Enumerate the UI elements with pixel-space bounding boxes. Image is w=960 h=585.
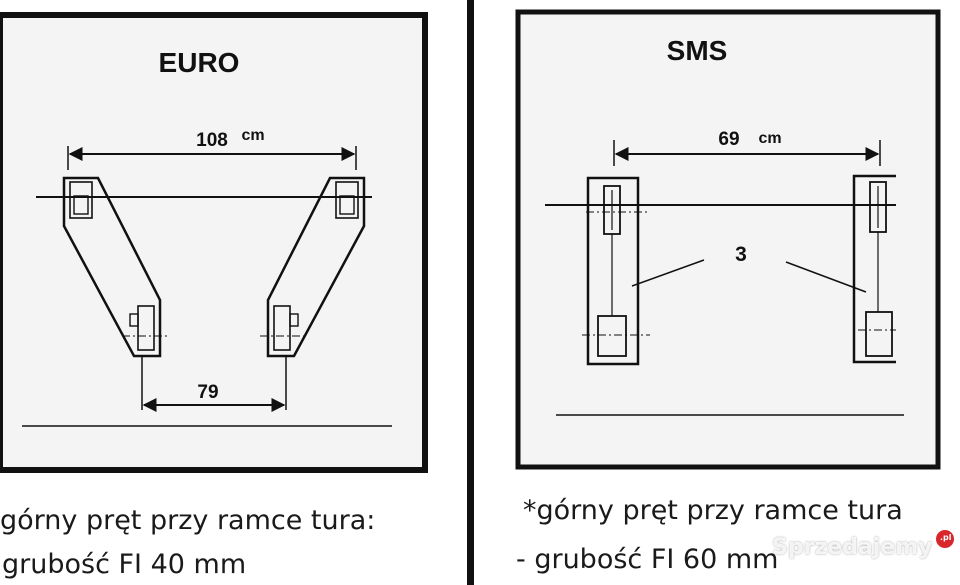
euro-top-unit: cm xyxy=(241,127,264,144)
sms-top-value: 69 xyxy=(718,129,739,150)
sms-frame xyxy=(515,9,941,470)
sms-title: SMS xyxy=(667,35,728,66)
euro-panel: EURO 108 cm xyxy=(0,12,428,473)
sms-panel: SMS 69 cm xyxy=(515,9,941,470)
sms-left-bracket xyxy=(586,176,640,366)
sms-callout: 3 xyxy=(631,243,867,293)
euro-top-value: 108 xyxy=(196,130,228,151)
euro-right-plate xyxy=(266,176,366,358)
brand-watermark: Sprzedajemy .pl xyxy=(772,530,954,560)
watermark-tld: .pl xyxy=(939,533,952,542)
sms-right-bracket xyxy=(852,174,896,364)
left-caption-line-1: górny pręt przy ramce tura: xyxy=(0,505,376,536)
panel-divider xyxy=(467,0,474,585)
sms-top-unit: cm xyxy=(758,130,781,147)
sms-top-dimension: 69 cm xyxy=(613,129,881,166)
euro-top-dimension: 108 cm xyxy=(67,127,357,170)
euro-title: EURO xyxy=(159,47,240,78)
euro-left-plate xyxy=(62,176,162,358)
sms-callout-number: 3 xyxy=(735,243,747,266)
right-caption-line-2: - grubość FI 60 mm xyxy=(516,544,779,575)
brand-dot-icon xyxy=(935,530,954,548)
left-caption-line-2: grubość FI 40 mm xyxy=(2,549,247,580)
right-caption-line-1: *górny pręt przy ramce tura xyxy=(523,495,903,526)
watermark-brand: Sprzedajemy xyxy=(772,535,933,560)
euro-bottom-dimension: 79 xyxy=(141,356,287,412)
euro-bottom-value: 79 xyxy=(197,382,218,403)
